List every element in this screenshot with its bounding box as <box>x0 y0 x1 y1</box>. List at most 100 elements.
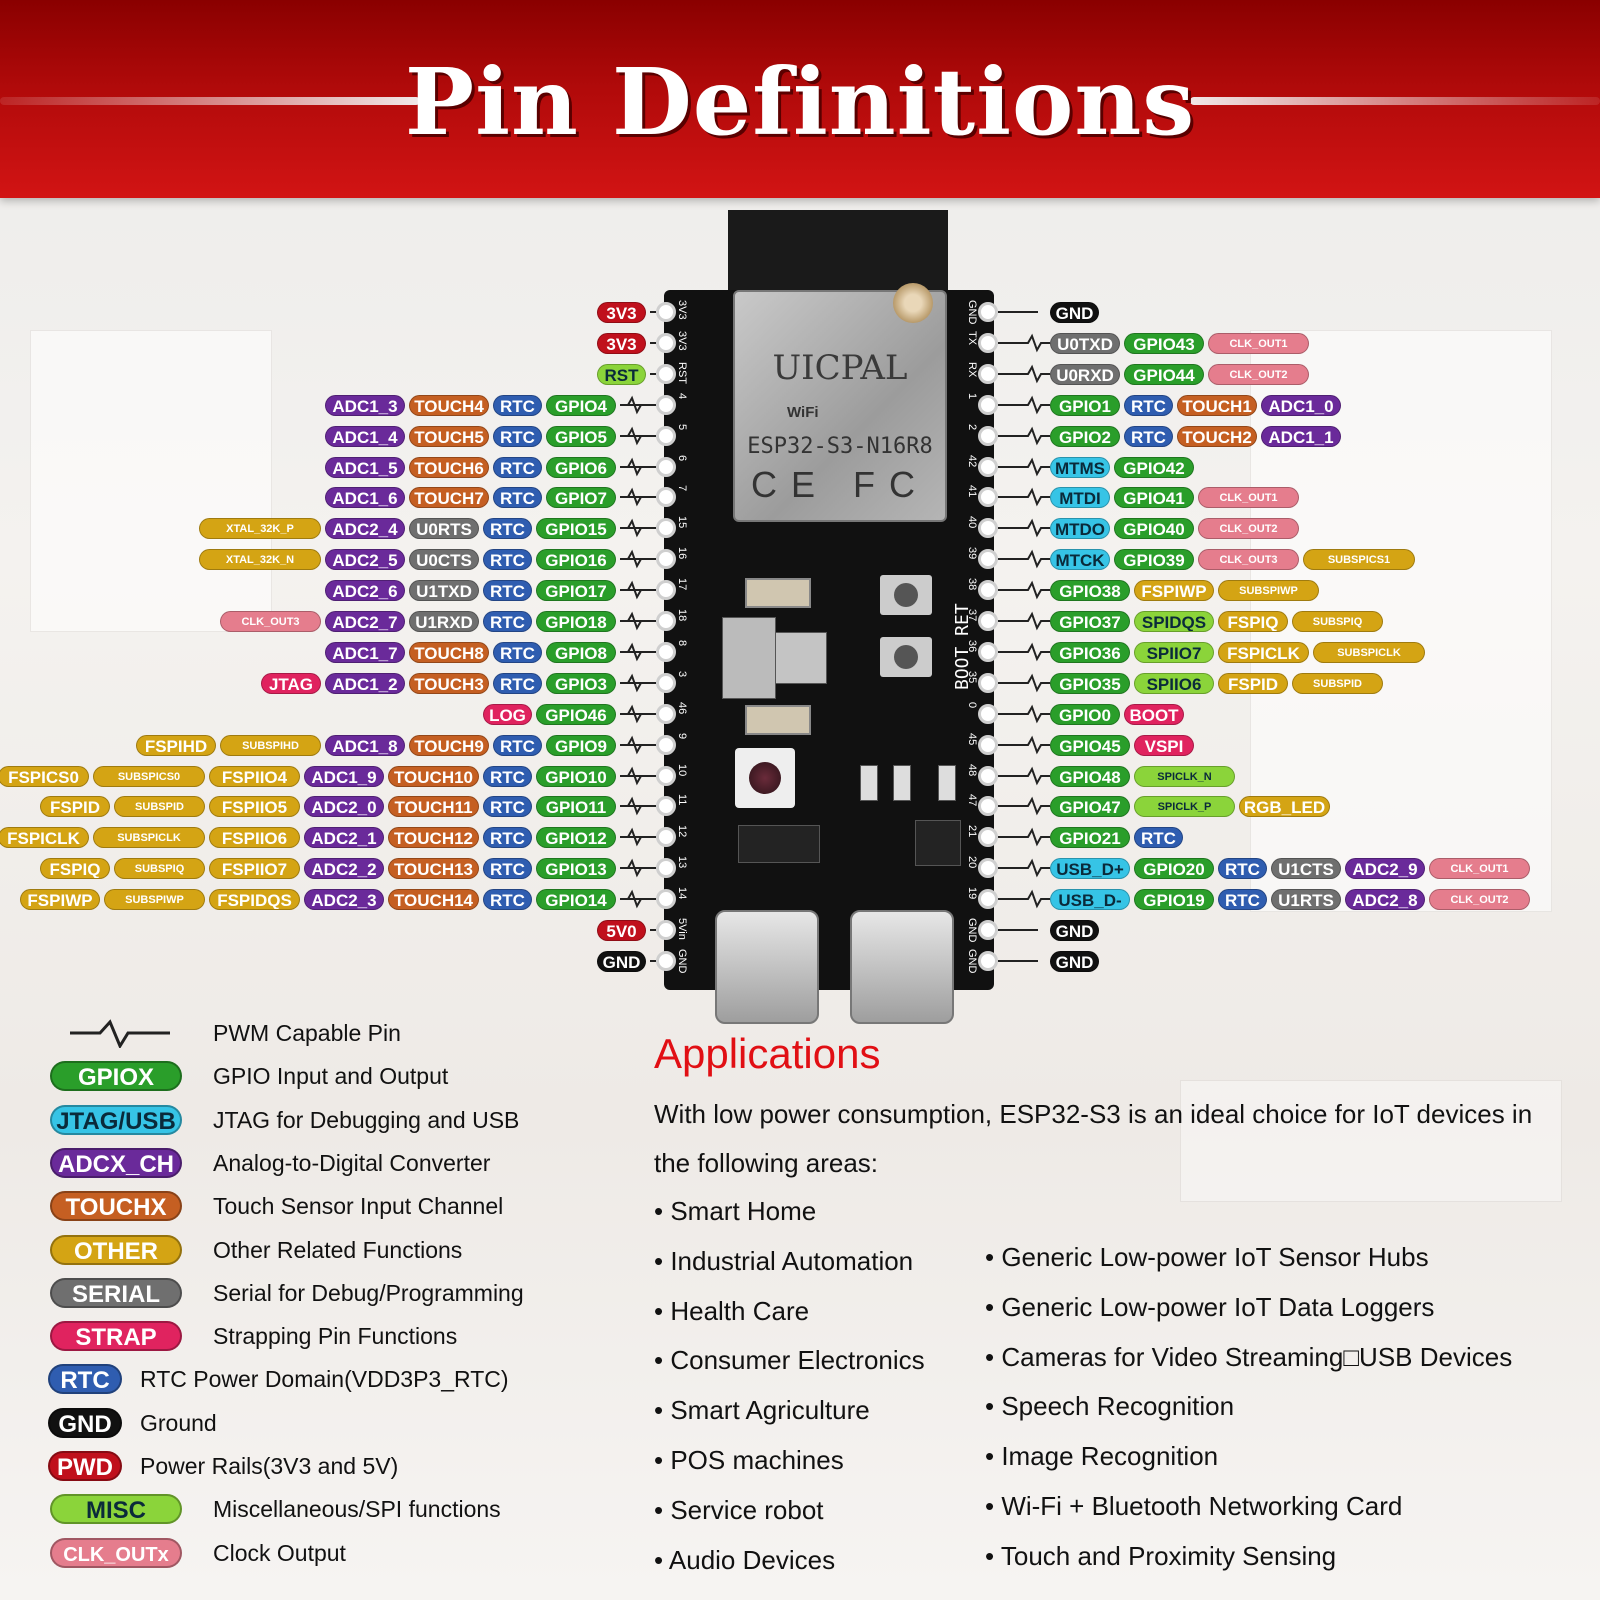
header-pin-left <box>656 703 676 724</box>
header-pin-right <box>978 487 998 508</box>
pwm-wave-icon <box>1020 518 1050 538</box>
pin-tag-touch: TOUCH12 <box>388 827 479 849</box>
pwm-wave-icon <box>620 673 650 693</box>
pin-silkscreen-label: 8 <box>676 639 688 647</box>
pwm-wave-icon <box>620 426 650 445</box>
legend-badge-clk: CLK_OUTx <box>50 1537 182 1568</box>
pin-tag-rtc: RTC <box>493 394 542 416</box>
pwm-wave-icon <box>620 580 650 600</box>
header-pin-left <box>656 641 676 662</box>
pin-tag-serial: U1TXD <box>409 580 479 602</box>
rst-button[interactable] <box>880 575 932 615</box>
pin-tag-other: RGB_LED <box>1239 796 1330 818</box>
pin-tag-jtag: MTMS <box>1050 456 1110 478</box>
legend-badge-serial: SERIAL <box>50 1277 182 1308</box>
header-pin-right <box>978 765 998 786</box>
header-pin-right <box>978 425 998 446</box>
pin-tag-clk: CLK_OUT2 <box>1208 363 1309 385</box>
usb-c-port-right[interactable] <box>850 910 954 1024</box>
pin-silkscreen-label: TX <box>966 330 978 345</box>
pin-tag-adc: ADC1_9 <box>304 765 384 787</box>
application-item: • Generic Low-power IoT Sensor Hubs <box>985 1242 1429 1272</box>
pin-tag-gpio: GPIO39 <box>1114 549 1194 571</box>
capacitor <box>893 765 911 801</box>
pwm-wave-icon <box>1020 766 1050 785</box>
pin-tag-rtc: RTC <box>483 518 532 540</box>
pwm-wave-icon <box>1020 611 1050 631</box>
pin-tag-other: FSPICS0 <box>0 765 89 787</box>
pin-tag-rtc: RTC <box>483 858 532 880</box>
application-item: • Audio Devices <box>654 1544 836 1575</box>
header-pin-right <box>978 363 998 384</box>
pin-tag-gpio: GPIO10 <box>536 765 616 787</box>
pin-silkscreen-label: 38 <box>966 578 978 591</box>
pin-tag-other: FSPIIO7 <box>209 858 300 880</box>
capacitor <box>938 765 956 801</box>
pin-tag-rtc: RTC <box>1218 858 1267 880</box>
pin-tag-serial: U0RXD <box>1050 363 1120 385</box>
pwm-wave-icon <box>1020 364 1050 384</box>
header-pin-right <box>978 456 998 477</box>
pwm-wave-icon <box>70 1019 170 1048</box>
pin-wire <box>998 867 1028 870</box>
pin-tag-gpio: GPIO48 <box>1050 765 1130 787</box>
pin-tag-gpio: GPIO20 <box>1134 858 1214 880</box>
pin-silkscreen-label: 48 <box>966 763 978 776</box>
application-item: • Touch and Proximity Sensing <box>985 1540 1337 1571</box>
pwm-wave-icon <box>620 549 650 569</box>
pin-tag-touch: TOUCH8 <box>409 641 489 663</box>
pin-wire <box>620 496 656 499</box>
pin-tag-other: FSPIWP <box>1134 580 1214 602</box>
pin-tag-jtag: MTDO <box>1050 518 1110 540</box>
pin-tag-jtag: USB_D+ <box>1050 858 1130 880</box>
pin-tag-other: FSPIHD <box>136 734 216 756</box>
header-pin-right <box>978 950 998 971</box>
pin-silkscreen-label: 3V3 <box>676 300 688 320</box>
legend-badge-pwd: PWD <box>48 1451 122 1481</box>
application-item: • Smart Agriculture <box>654 1395 870 1426</box>
pin-wire <box>998 496 1028 499</box>
rgb-led-core <box>749 762 781 794</box>
pwm-wave-icon <box>620 889 650 909</box>
pin-tag-strap: VSPI <box>1134 734 1194 756</box>
pin-tag-adc: ADC1_4 <box>325 425 405 447</box>
pin-tag-adc: ADC1_2 <box>325 672 405 694</box>
application-item: • Health Care <box>654 1295 810 1326</box>
pin-silkscreen-label: GND <box>966 948 978 974</box>
pin-silkscreen-label: 5Vin <box>676 918 688 940</box>
pin-tag-gpio: GPIO42 <box>1114 456 1194 478</box>
pin-tag-gpio: GPIO40 <box>1114 518 1194 540</box>
pin-tag-gpio: GPIO44 <box>1124 363 1204 385</box>
header-pin-right <box>978 580 998 601</box>
header-pin-right <box>978 641 998 662</box>
module-cert-marks: CE FC <box>751 464 929 505</box>
pin-tag-touch: TOUCH11 <box>388 796 479 818</box>
boot-button[interactable] <box>880 637 932 677</box>
header-pin-left <box>656 950 676 971</box>
pin-tag-gpio: GPIO9 <box>546 734 616 756</box>
pin-wire <box>620 558 656 561</box>
pin-silkscreen-label: 10 <box>676 763 688 776</box>
antenna-connector <box>893 283 933 323</box>
pin-wire <box>620 898 656 901</box>
pin-wire <box>998 929 1038 931</box>
diodes <box>738 825 820 863</box>
legend-text: Power Rails(3V3 and 5V) <box>140 1453 399 1479</box>
header-pin-left <box>656 858 676 879</box>
pin-tag-other: FSPIQ <box>1218 611 1288 632</box>
pin-tag-adc: ADC2_5 <box>325 549 405 571</box>
pin-tag-other: SUBSPIWP <box>104 889 205 911</box>
pin-tag-misc: RST <box>597 363 646 385</box>
pin-tag-gpio: GPIO7 <box>546 487 616 509</box>
pin-wire <box>620 867 656 870</box>
pin-tag-serial: U1RTS <box>1271 889 1341 911</box>
usb-c-port-left[interactable] <box>715 910 819 1024</box>
pin-tag-other: FSPIWP <box>20 889 100 911</box>
pin-tag-clk: CLK_OUT2 <box>1429 889 1530 911</box>
pin-wire <box>650 311 656 313</box>
pin-tag-serial: U0RTS <box>409 518 479 540</box>
pin-silkscreen-label: 41 <box>966 485 978 498</box>
pin-tag-adc: ADC2_0 <box>304 796 384 818</box>
pin-wire <box>620 774 656 777</box>
